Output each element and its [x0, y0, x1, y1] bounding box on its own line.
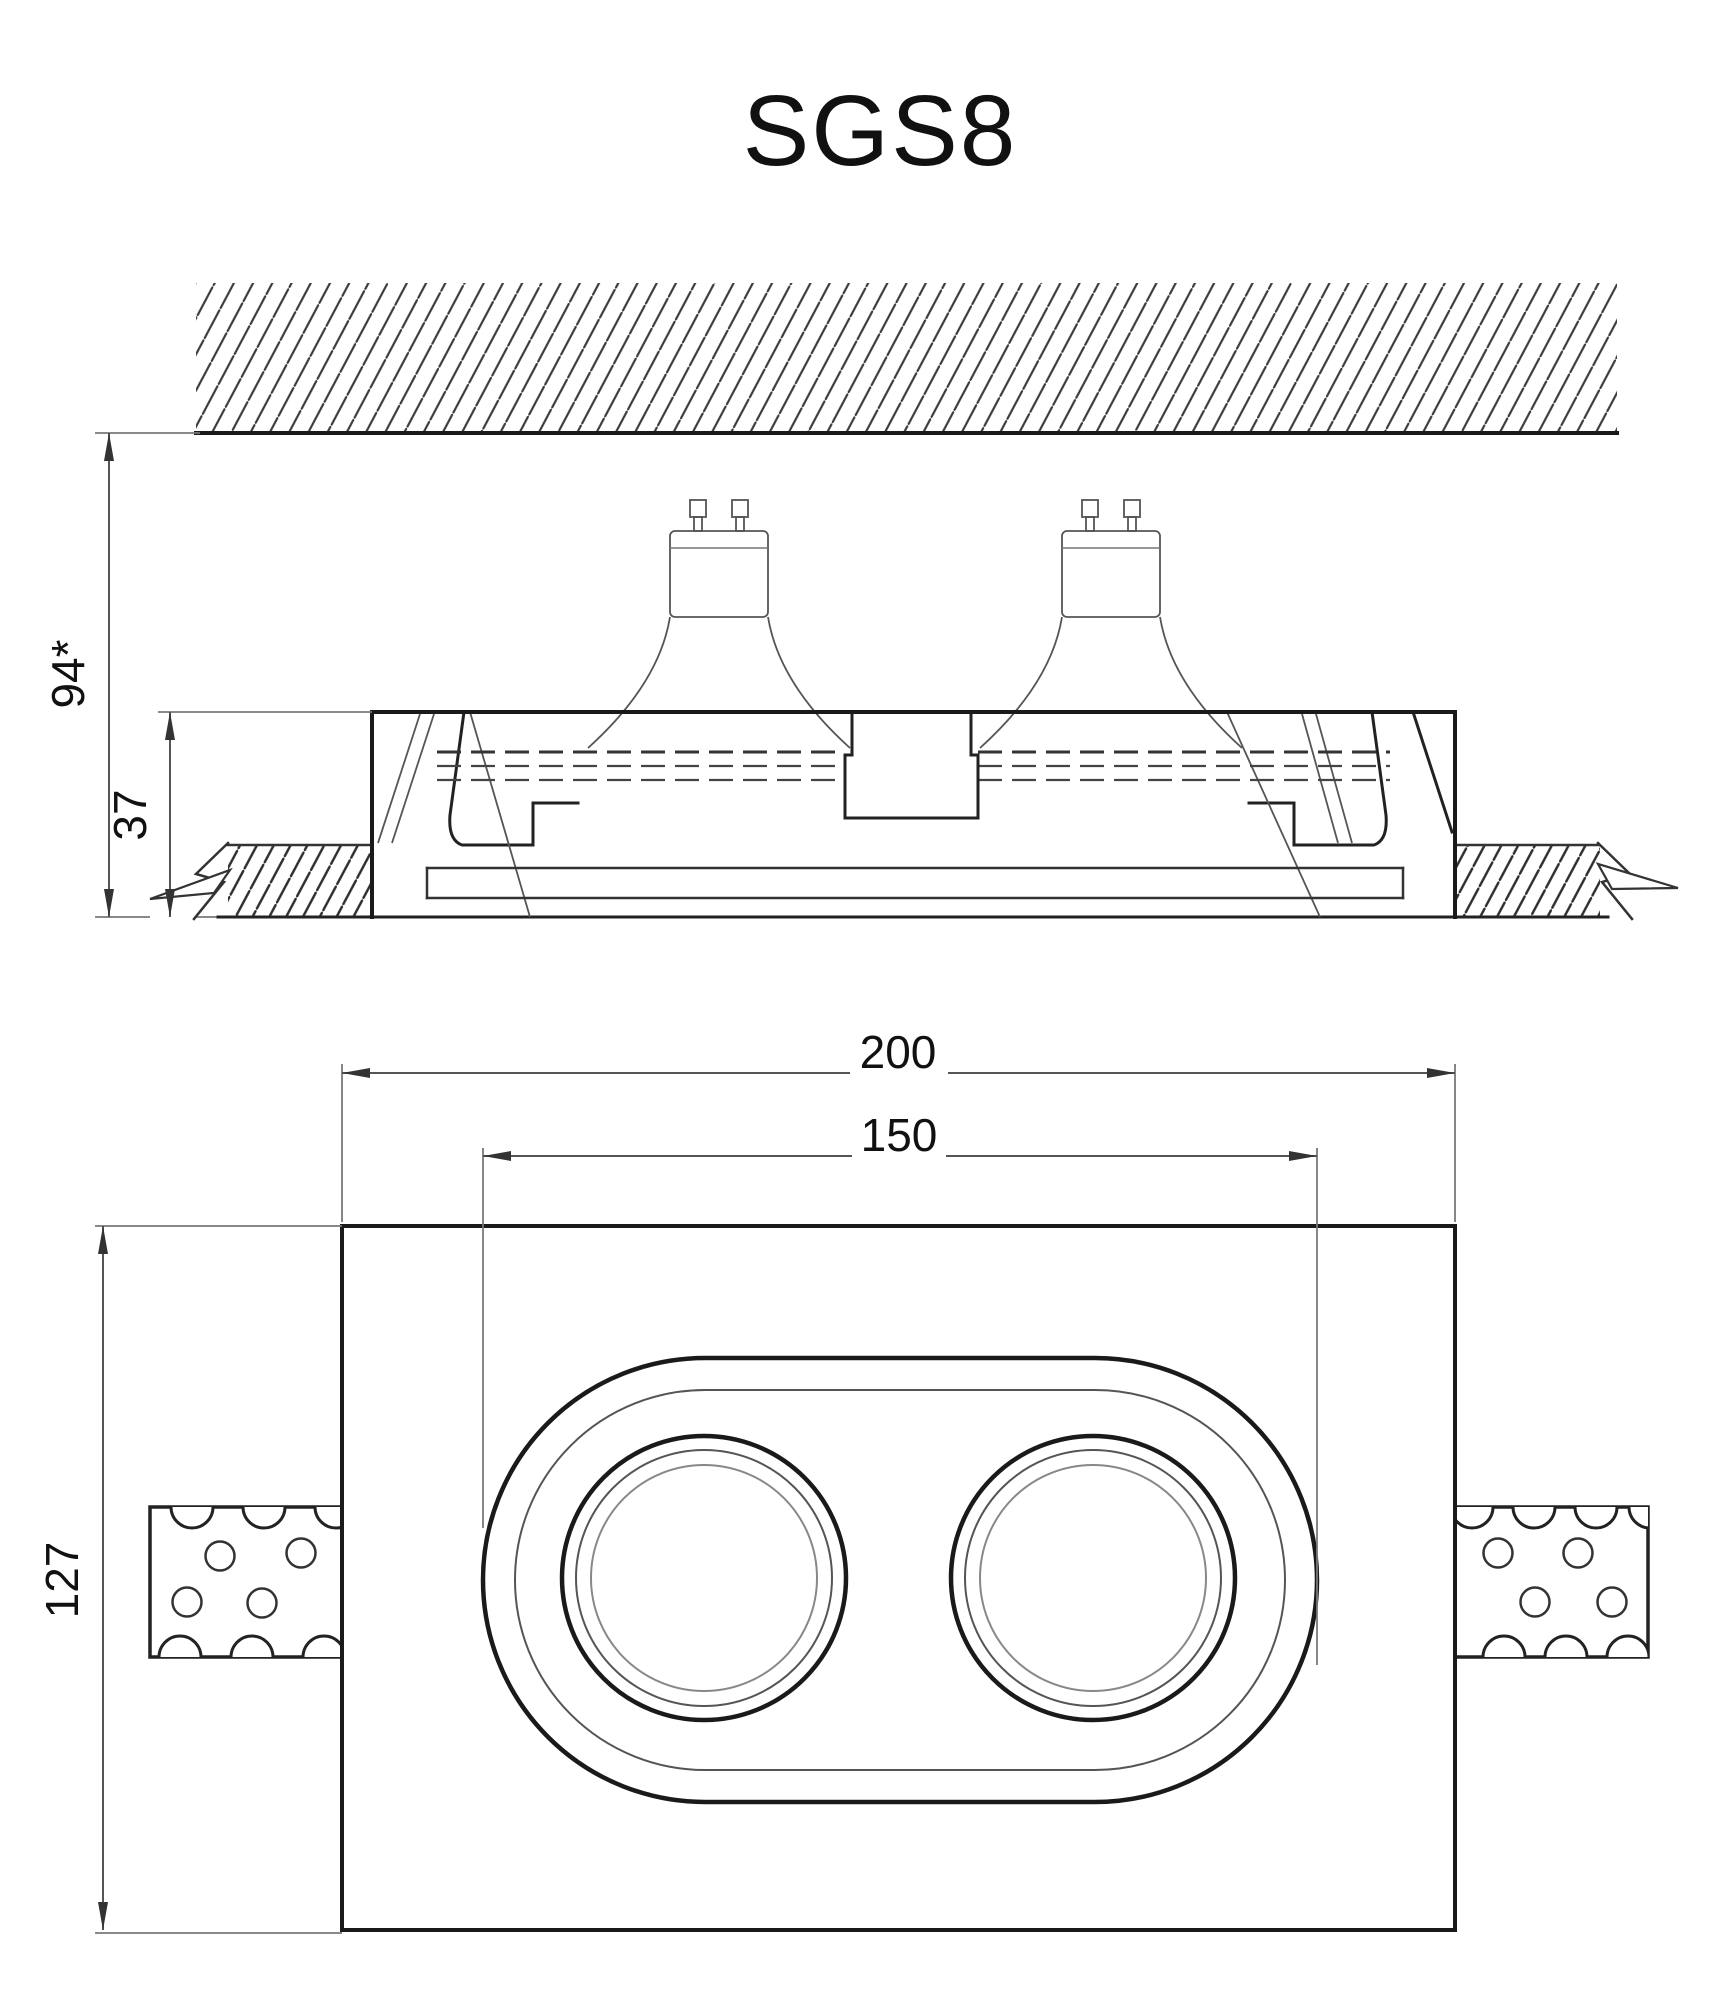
tab-hole	[285, 1537, 317, 1569]
dim-label-37: 37	[104, 789, 156, 840]
ceiling-slab-hatch	[194, 283, 1619, 435]
dim-label-94: 94*	[42, 639, 94, 708]
dimension-94: 94*	[42, 432, 200, 917]
lamp-opening-right	[948, 1433, 1238, 1723]
dimension-37: 37	[104, 711, 372, 917]
dimension-127: 127	[36, 1225, 342, 1934]
gu10-lamp-right	[979, 499, 1243, 749]
fixture-housing-section	[377, 710, 1454, 918]
tab-hole	[204, 1540, 236, 1572]
inner-wall-right	[1247, 710, 1388, 847]
plasterboard-left	[149, 841, 374, 921]
tab-hole	[1596, 1586, 1628, 1618]
bottom-groove	[425, 866, 1405, 900]
gu10-lamp-left	[587, 499, 851, 749]
tab-hole	[171, 1586, 203, 1618]
dim-label-200: 200	[860, 1026, 937, 1078]
lamp-opening-left	[559, 1433, 849, 1723]
mounting-tab-right	[1453, 1505, 1650, 1659]
dim-label-127: 127	[36, 1542, 88, 1619]
inner-wall-left	[448, 710, 580, 847]
tab-hole	[1562, 1537, 1594, 1569]
break-symbol-left	[149, 841, 233, 921]
hidden-bracket-lines	[437, 750, 1390, 782]
drawing-title: SGS8	[743, 75, 1018, 187]
mounting-tab-left	[148, 1505, 344, 1659]
plan-view: 200 150 127	[36, 1026, 1650, 1934]
trim-recess-outline	[480, 1355, 1320, 1805]
tab-hole	[1482, 1537, 1514, 1569]
wall-slant-right	[1411, 710, 1454, 834]
plan-outer-body	[340, 1224, 1457, 1932]
tab-hole	[1519, 1586, 1551, 1618]
center-notch	[843, 710, 980, 820]
dim-label-150: 150	[861, 1109, 938, 1161]
dimension-150: 150	[482, 1109, 1318, 1665]
tab-hole	[246, 1587, 278, 1619]
dimension-200: 200	[341, 1026, 1456, 1222]
section-view: 94* 37	[42, 283, 1679, 921]
fixture-outer-outline	[370, 710, 1457, 919]
break-symbol-right	[1595, 841, 1679, 921]
plasterboard-right	[1453, 841, 1679, 921]
